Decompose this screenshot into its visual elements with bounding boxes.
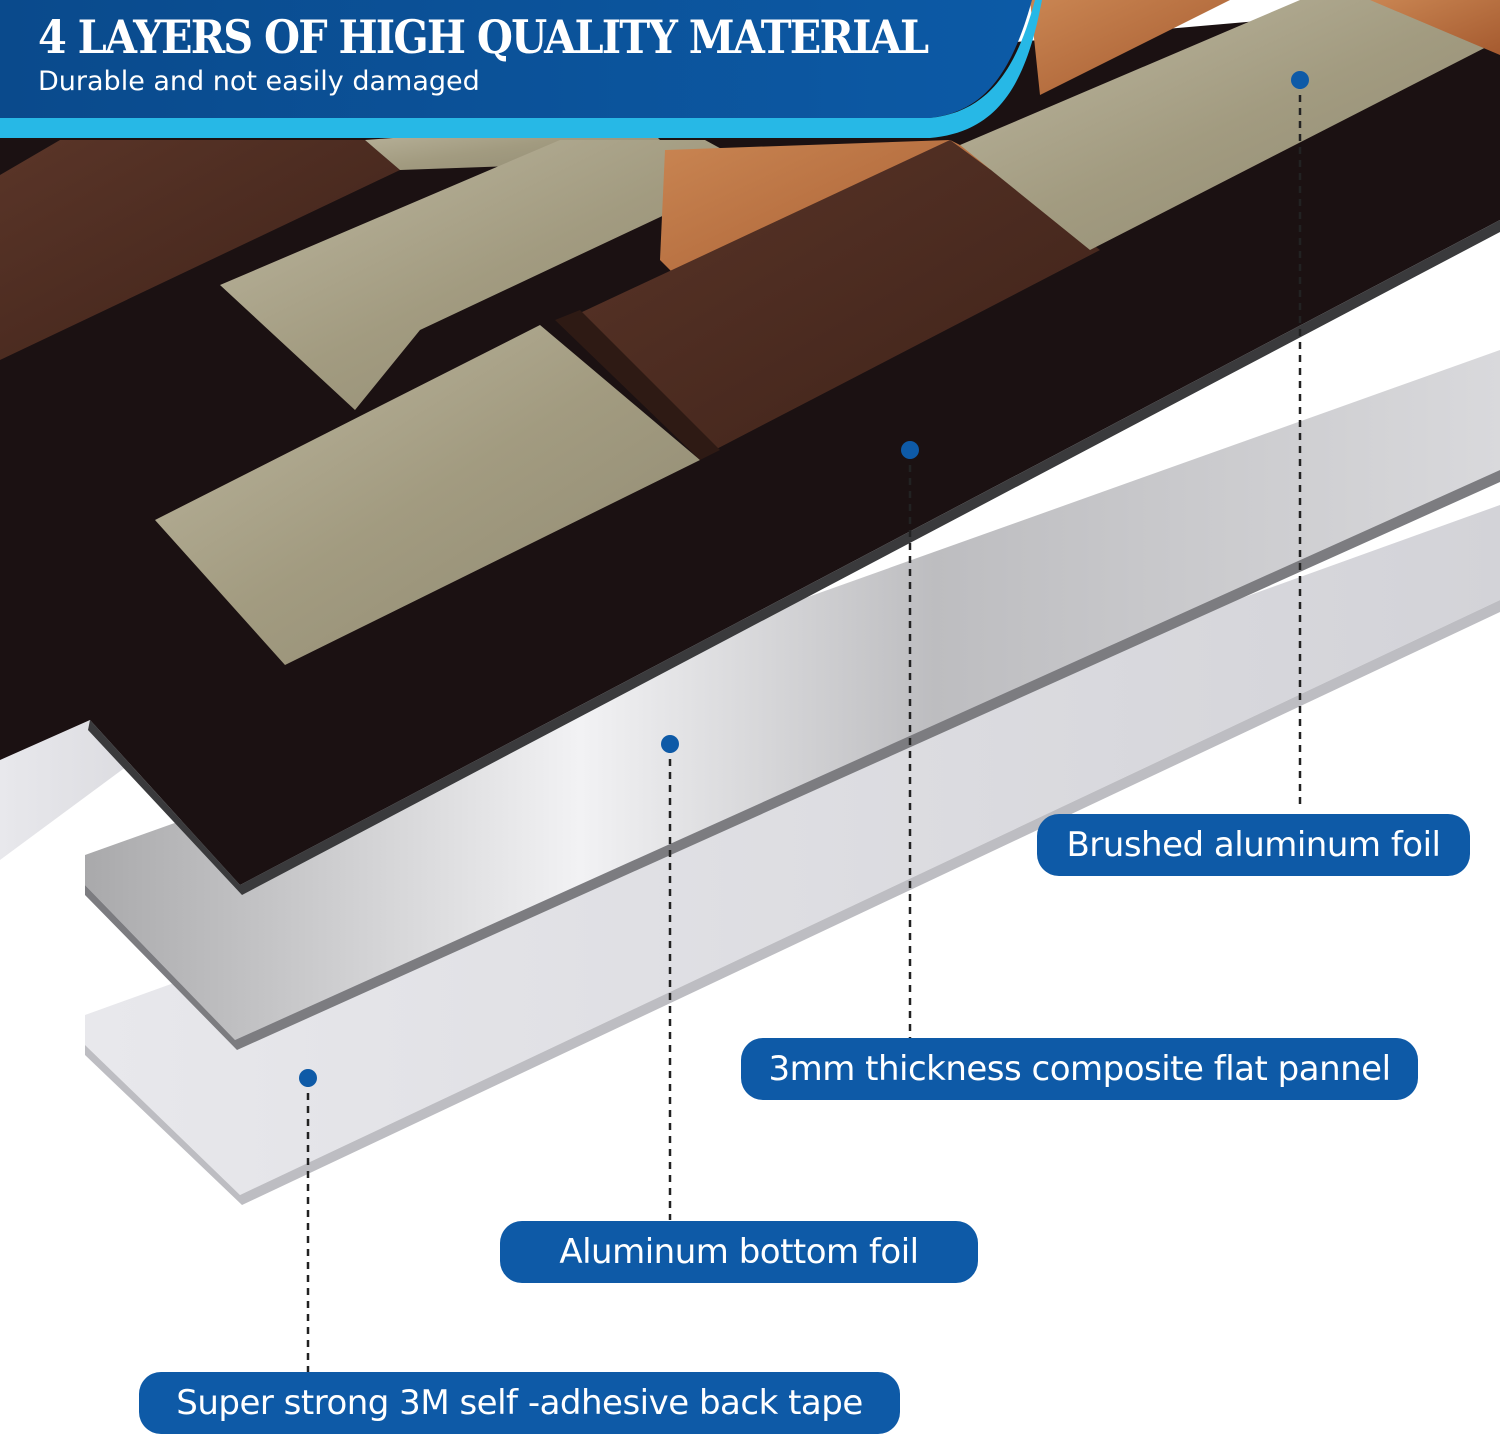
tile-brown-middle [565, 140, 1100, 455]
tile-copper-far [1370, 0, 1500, 55]
tile-gold-right [960, 0, 1500, 250]
tile-copper-right [1030, 0, 1230, 95]
tile-brown-left [0, 140, 400, 360]
banner-title: 4 LAYERS OF HIGH QUALITY MATERIAL [38, 10, 929, 64]
tile-brown-lower [555, 310, 720, 460]
tile-gold-lower [155, 325, 700, 665]
banner-subtitle: Durable and not easily damaged [38, 66, 480, 97]
dot-adhesive-tape [299, 1069, 317, 1087]
header-banner [0, 0, 1032, 118]
label-aluminum-bottom-foil: Aluminum bottom foil [500, 1221, 978, 1283]
label-brushed-aluminum-foil: Brushed aluminum foil [1037, 814, 1470, 876]
aluminum-foil-layer [85, 350, 1500, 1040]
label-adhesive-back-tape: Super strong 3M self -adhesive back tape [139, 1372, 900, 1434]
header-banner-accent [0, 0, 1042, 138]
dot-composite-panel [901, 441, 919, 459]
tile-gold-middle [220, 140, 760, 410]
label-composite-flat-panel: 3mm thickness composite flat pannel [741, 1038, 1418, 1100]
adhesive-tape-layer [85, 505, 1500, 1195]
dot-brushed-foil [1291, 71, 1309, 89]
dot-bottom-foil [661, 735, 679, 753]
